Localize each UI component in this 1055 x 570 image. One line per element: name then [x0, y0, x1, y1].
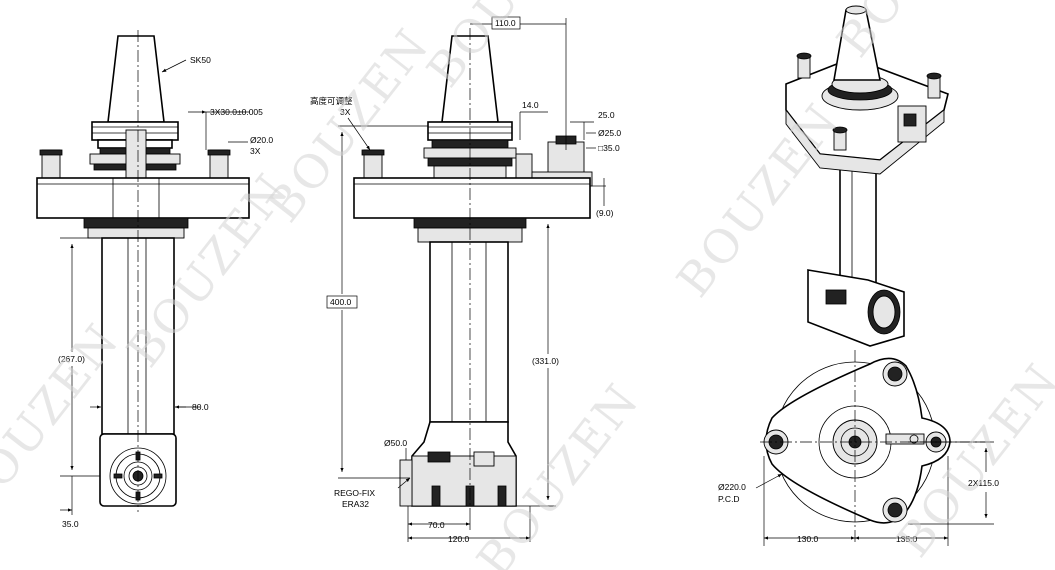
height-adjust-count: 3X: [340, 107, 351, 117]
front-taper: [107, 35, 165, 123]
taper-label: SK50: [190, 55, 211, 65]
dim-331-label: (331.0): [532, 356, 559, 366]
dim-25-label: 25.0: [598, 110, 615, 120]
pin-diameter-label: Ø20.0: [250, 135, 273, 145]
iso-view: [785, 5, 949, 347]
pin-spacing-label: 3X30.0±0.005: [210, 107, 263, 117]
collet-label-1: REGO-FIX: [334, 488, 375, 498]
dim-9-label: (9.0): [596, 208, 614, 218]
pin-count-label: 3X: [250, 146, 261, 156]
width-80-label: 80.0: [192, 402, 209, 412]
dim-400-label: 400.0: [330, 297, 352, 307]
dim-130-label: 130.0: [797, 534, 819, 544]
dim-110-label: 110.0: [495, 18, 516, 28]
pcd-value-label: Ø220.0: [718, 482, 746, 492]
height-adjust-label: 高度可调整: [310, 96, 353, 106]
pcd-label: P.C.D: [718, 494, 740, 504]
front-view: SK50 3X30.0±0.005 Ø20.0 3X (267.0) 80.0 …: [36, 30, 273, 529]
stop-diameter-label: Ø25.0: [598, 128, 621, 138]
side-view: 110.0 高度可调整 3X 14.0 25.0 Ø25.0 □35.0 (9.…: [310, 16, 621, 544]
dim-14-label: 14.0: [522, 100, 539, 110]
dim-70-label: 70.0: [428, 520, 445, 530]
stop-square-label: □35.0: [598, 143, 620, 153]
dim-135-label: 135.0: [896, 534, 918, 544]
watermark-text: BOUZEN: [416, 0, 600, 97]
collet-label-2: ERA32: [342, 499, 369, 509]
top-view: Ø220.0 P.C.D 130.0 135.0 2X115.0: [718, 350, 999, 546]
nose-diameter-label: Ø50.0: [384, 438, 407, 448]
offset-35-label: 35.0: [62, 519, 79, 529]
side-flange: [353, 177, 591, 219]
dim-2x115-label: 2X115.0: [968, 478, 999, 488]
length-267-label: (267.0): [58, 354, 85, 364]
dim-120-label: 120.0: [448, 534, 470, 544]
side-body: [429, 241, 509, 423]
